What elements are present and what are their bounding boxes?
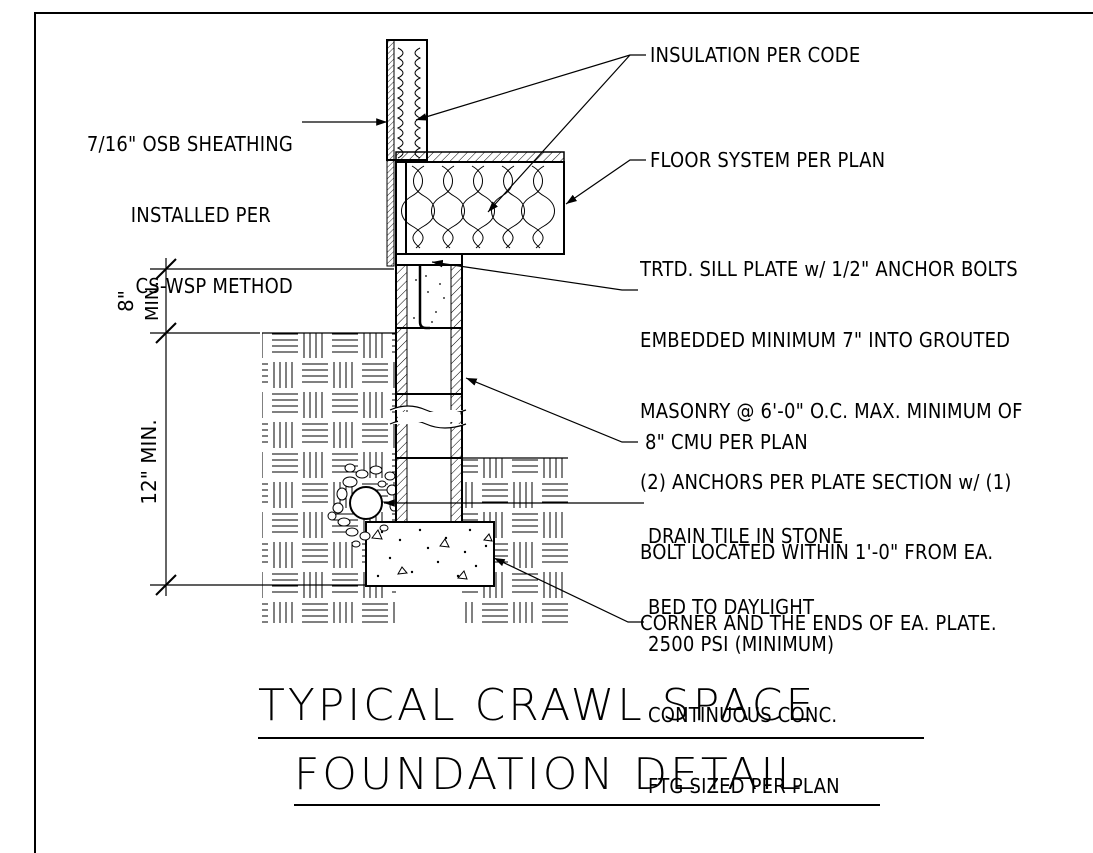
sill-plate bbox=[395, 253, 463, 266]
cmu-wall bbox=[389, 264, 467, 523]
label-sill-line-1: TRTD. SILL PLATE w/ 1/2" ANCHOR BOLTS bbox=[640, 257, 1018, 282]
label-sheathing-line-1: 7/16" OSB SHEATHING bbox=[86, 132, 293, 157]
label-sheathing-line-2: INSTALLED PER bbox=[130, 202, 271, 227]
drain-stone-bed bbox=[327, 463, 399, 548]
label-drain-line-1: DRAIN TILE IN STONE bbox=[648, 524, 844, 549]
dim-upper-value: 8" bbox=[114, 290, 138, 312]
leader-lines bbox=[302, 54, 646, 623]
sheet-border-top bbox=[34, 12, 1093, 14]
dim-upper-min: MIN. bbox=[142, 281, 163, 321]
label-footing-line-2: CONTINUOUS CONC. bbox=[648, 702, 838, 727]
drain-tile-pipe bbox=[349, 486, 383, 520]
label-sill-line-5: BOLT LOCATED WITHIN 1'-0" FROM EA. bbox=[640, 540, 994, 565]
label-sill-line-4: (2) ANCHORS PER PLATE SECTION w/ (1) bbox=[640, 469, 1012, 494]
label-insulation: INSULATION PER CODE bbox=[650, 43, 861, 67]
label-drain-line-2: BED TO DAYLIGHT bbox=[648, 594, 815, 619]
label-footing-line-3: FTG SIZED PER PLAN bbox=[648, 773, 840, 798]
dimension-lines bbox=[150, 258, 394, 596]
title-line-1: TYPICAL CRAWL SPACE bbox=[258, 680, 817, 731]
label-cmu: 8" CMU PER PLAN bbox=[645, 430, 808, 454]
label-floor-system: FLOOR SYSTEM PER PLAN bbox=[650, 148, 886, 172]
sheet-border-left bbox=[34, 12, 36, 853]
label-sill-plate: TRTD. SILL PLATE w/ 1/2" ANCHOR BOLTS EM… bbox=[640, 211, 1093, 659]
title-underline-1 bbox=[258, 737, 924, 739]
floor-system bbox=[395, 151, 565, 255]
title-line-2: FOUNDATION DETAIL bbox=[294, 749, 804, 800]
label-sill-line-2: EMBEDDED MINIMUM 7" INTO GROUTED bbox=[640, 327, 1011, 352]
title-underline-2 bbox=[294, 804, 880, 806]
footing bbox=[365, 521, 495, 587]
label-drain-tile: DRAIN TILE IN STONE BED TO DAYLIGHT bbox=[648, 478, 843, 643]
label-sheathing-line-3: CS-WSP METHOD bbox=[135, 273, 293, 298]
label-sill-line-6: CORNER AND THE ENDS OF EA. PLATE. bbox=[640, 611, 997, 636]
label-footing: 2500 PSI (MINIMUM) CONTINUOUS CONC. FTG … bbox=[648, 586, 840, 822]
label-sill-line-3: MASONRY @ 6'-0" O.C. MAX. MINIMUM OF bbox=[640, 398, 1023, 423]
label-footing-line-1: 2500 PSI (MINIMUM) bbox=[648, 632, 835, 657]
dim-lower: 12" MIN. bbox=[137, 419, 161, 504]
label-sheathing: 7/16" OSB SHEATHING INSTALLED PER CS-WSP… bbox=[87, 86, 293, 322]
anchor-bolt bbox=[418, 236, 430, 330]
